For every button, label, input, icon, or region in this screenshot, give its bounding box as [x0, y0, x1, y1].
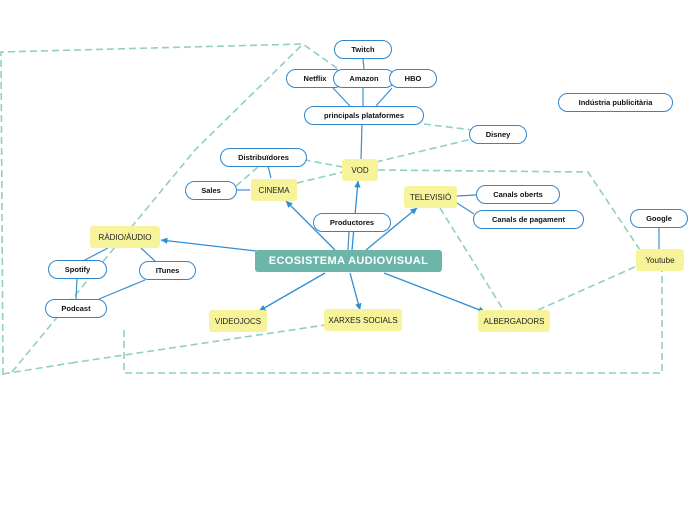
dashed-link-xarxes-boundary: [70, 324, 326, 364]
dashed-boundary-youtube: [123, 270, 663, 374]
node-disney[interactable]: Disney: [469, 125, 527, 144]
category-xarxes-socials[interactable]: XARXES SOCIALS: [324, 309, 402, 331]
node-hbo[interactable]: HBO: [389, 69, 437, 88]
dashed-boundary-left: [0, 43, 346, 376]
category-televisio[interactable]: TELEVISIÓ: [404, 186, 457, 208]
dashed-link-sales-distribuidores: [235, 166, 259, 187]
root-node[interactable]: ECOSISTEMA AUDIOVISUAL: [255, 250, 442, 272]
dashed-link-disney-plataformes: [423, 123, 473, 131]
dashed-link-televisio-albergadors: [439, 207, 505, 312]
node-google[interactable]: Google: [630, 209, 688, 228]
dashed-links: [0, 43, 663, 376]
arrow-to-radio: [160, 237, 257, 252]
node-principals-plataformes[interactable]: principals plataformes: [304, 106, 424, 125]
dashed-link-cinema-vod: [296, 171, 344, 184]
category-albergadors[interactable]: ALBERGADORS: [478, 310, 550, 332]
node-canals-oberts[interactable]: Canals oberts: [476, 185, 560, 204]
category-youtube[interactable]: Youtube: [636, 249, 684, 271]
node-canals-de-pagament[interactable]: Canals de pagament: [473, 210, 584, 229]
category-cinema[interactable]: CINEMA: [251, 179, 297, 201]
dashed-link-vod-youtube: [377, 169, 641, 251]
solid-connectors: [75, 58, 660, 300]
node-sales[interactable]: Sales: [185, 181, 237, 200]
arrow-to-cinema: [285, 200, 336, 251]
dashed-link-vod-distribuidores: [293, 157, 344, 168]
node-itunes[interactable]: ITunes: [139, 261, 196, 280]
dashed-link-vod-disney: [375, 138, 473, 163]
category-vod[interactable]: VOD: [342, 159, 378, 181]
node-productores[interactable]: Productores: [313, 213, 391, 232]
category-radio-audio[interactable]: RÀDIO/ÀUDIO: [90, 226, 160, 248]
arrow-to-videojocs: [258, 272, 326, 312]
dashed-link-cinema-twitch: [11, 43, 304, 373]
node-distribuidores[interactable]: Distribuïdores: [220, 148, 307, 167]
arrow-to-albergadors: [383, 272, 486, 313]
node-twitch[interactable]: Twitch: [334, 40, 392, 59]
category-videojocs[interactable]: VIDEOJOCS: [209, 310, 267, 332]
node-amazon[interactable]: Amazon: [333, 69, 395, 88]
dashed-link-spotify-boundary: [2, 362, 72, 375]
node-industria-publicitaria[interactable]: Indústria publicitària: [558, 93, 673, 112]
dashed-link-albergadors-youtube: [537, 265, 638, 311]
arrow-to-xarxes: [349, 272, 362, 311]
node-spotify[interactable]: Spotify: [48, 260, 107, 279]
node-podcast[interactable]: Podcast: [45, 299, 107, 318]
arrow-to-televisio: [365, 207, 418, 251]
root-arrows: [160, 180, 486, 313]
